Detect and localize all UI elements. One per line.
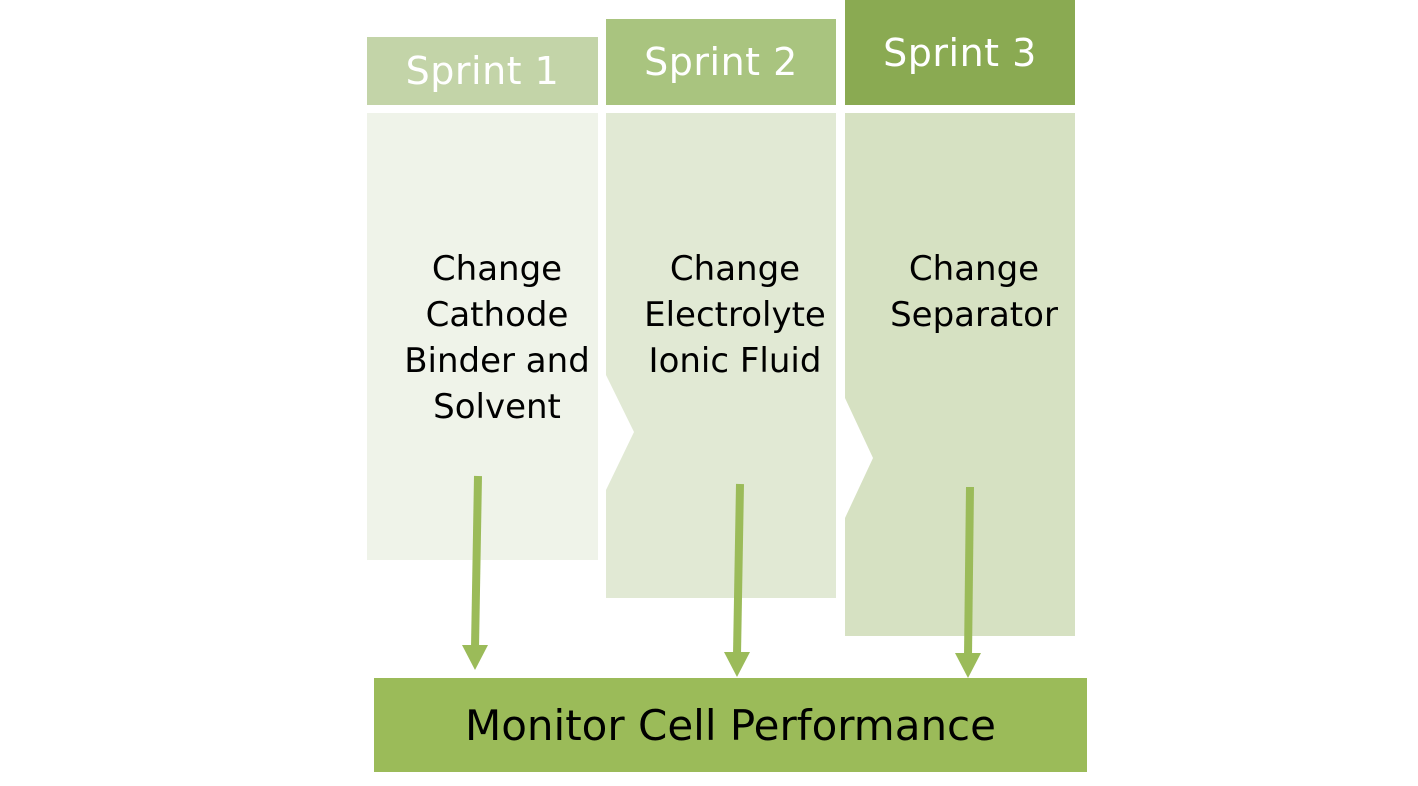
sprint-2-task: Change Electrolyte Ionic Fluid xyxy=(644,249,826,381)
arrow-2 xyxy=(724,483,750,677)
sprint-1-header xyxy=(367,37,598,105)
sprint-3-header xyxy=(845,0,1075,105)
monitor-label: Monitor Cell Performance xyxy=(464,700,996,750)
sprint-1-task: Change Cathode Binder and Solvent xyxy=(404,249,590,427)
sprint-3-body xyxy=(845,113,1075,636)
sprint-2-header xyxy=(606,19,836,105)
sprint-2-body xyxy=(606,113,836,598)
arrow-1 xyxy=(462,475,488,670)
monitor-box xyxy=(374,678,1087,772)
sprint-2-label: Sprint 2 xyxy=(644,40,798,84)
sprint-1-body xyxy=(367,113,598,560)
sprint-3-task: Change Separator xyxy=(890,249,1058,335)
arrow-3 xyxy=(955,486,981,678)
sprint-1-label: Sprint 1 xyxy=(405,49,560,93)
sprint-3-label: Sprint 3 xyxy=(883,30,1037,75)
